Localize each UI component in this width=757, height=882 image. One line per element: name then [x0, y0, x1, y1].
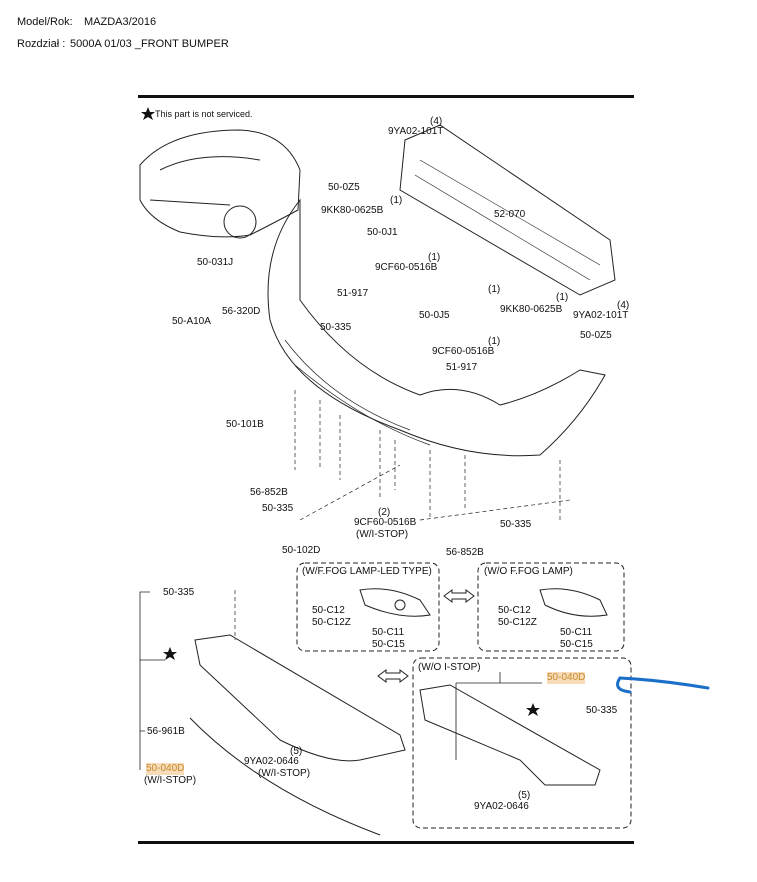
- label-qty: (2): [378, 507, 391, 518]
- label-50-0j5: 50-0J5: [419, 310, 450, 321]
- label-9ya02-0646: 9YA02-0646: [244, 756, 299, 767]
- label-qty: (5): [290, 746, 303, 757]
- label-9kk80-0625b: 9KK80-0625B: [500, 304, 563, 315]
- label-qty: (5): [518, 790, 531, 801]
- label-qty: (4): [617, 300, 630, 311]
- bumper-cover: [267, 198, 606, 457]
- label-50-c12z: 50-C12Z: [312, 617, 351, 628]
- label-50-c11: 50-C11: [372, 627, 405, 638]
- swap-arrow-icon-2: [377, 669, 409, 683]
- label-52-070: 52-070: [494, 209, 526, 220]
- label-50-040d-highlighted: 50-040D: [146, 763, 185, 775]
- label-wi-stop: (W/I-STOP): [144, 775, 197, 786]
- label-wi-stop: (W/I-STOP): [356, 529, 409, 540]
- label-9ya02-0646: 9YA02-0646: [474, 801, 529, 812]
- label-51-917: 51-917: [446, 362, 478, 373]
- label-qty: (1): [556, 292, 569, 303]
- fog-none-box: [477, 562, 625, 652]
- star-icon-2: [163, 647, 177, 660]
- under-cover-wo-istop: [419, 684, 601, 786]
- label-9cf60-0516b: 9CF60-0516B: [432, 346, 495, 357]
- label-50-0j1: 50-0J1: [367, 227, 398, 238]
- label-9kk80-0625b: 9KK80-0625B: [321, 205, 384, 216]
- label-56-852b: 56-852B: [250, 487, 288, 498]
- label-50-c12: 50-C12: [498, 605, 531, 616]
- label-50-c12z: 50-C12Z: [498, 617, 537, 628]
- swap-arrow-icon: [443, 589, 475, 603]
- label-50-0z5: 50-0Z5: [328, 182, 360, 193]
- label-qty: (1): [488, 284, 501, 295]
- label-56-961b: 56-961B: [147, 726, 185, 737]
- section-label: Rozdział :: [17, 38, 66, 50]
- label-9cf60-0516b: 9CF60-0516B: [354, 517, 417, 528]
- label-fog-none: (W/O F.FOG LAMP): [484, 566, 573, 577]
- label-9cf60-0516b: 9CF60-0516B: [375, 262, 438, 273]
- label-50-a10a: 50-A10A: [172, 316, 211, 327]
- label-wi-stop: (W/I-STOP): [258, 768, 311, 779]
- label-50-040d-highlighted: 50-040D: [547, 672, 586, 684]
- label-50-c15: 50-C15: [372, 639, 405, 650]
- label-9ya02-101t: 9YA02-101T: [573, 310, 629, 321]
- label-50-c12: 50-C12: [312, 605, 345, 616]
- label-qty: (1): [488, 336, 501, 347]
- label-qty: (1): [390, 195, 403, 206]
- label-50-0z5: 50-0Z5: [580, 330, 612, 341]
- bottom-rule: [138, 841, 634, 844]
- label-50-335: 50-335: [262, 503, 294, 514]
- label-50-c11: 50-C11: [560, 627, 593, 638]
- label-qty: (4): [430, 116, 443, 127]
- label-50-c15: 50-C15: [560, 639, 593, 650]
- label-51-917: 51-917: [337, 288, 369, 299]
- model-value: MAZDA3/2016: [84, 16, 157, 28]
- under-cover-istop: [194, 634, 406, 762]
- label-qty: (1): [428, 252, 441, 263]
- label-56-320d: 56-320D: [222, 306, 261, 317]
- not-serviced-note: This part is not serviced.: [155, 109, 253, 119]
- label-50-335: 50-335: [320, 322, 352, 333]
- annotation-stroke: [616, 676, 710, 694]
- label-50-101b: 50-101B: [226, 419, 264, 430]
- label-56-852b: 56-852B: [446, 547, 484, 558]
- label-wo-istop: (W/O I-STOP): [418, 662, 481, 673]
- bumper-molding: [189, 717, 381, 836]
- car-sketch-icon: [139, 129, 301, 239]
- label-50-335: 50-335: [163, 587, 195, 598]
- label-50-335: 50-335: [500, 519, 532, 530]
- top-rule: [138, 95, 634, 98]
- label-9ya02-101t: 9YA02-101T: [388, 126, 444, 137]
- section-value: 5000A 01/03 _FRONT BUMPER: [70, 38, 229, 50]
- star-icon-3: [526, 703, 540, 716]
- bumper-reinforcement: [399, 124, 616, 296]
- label-50-335: 50-335: [586, 705, 618, 716]
- label-fog-led: (W/F.FOG LAMP-LED TYPE): [302, 566, 432, 577]
- star-icon: [141, 107, 155, 120]
- label-50-102d: 50-102D: [282, 545, 321, 556]
- model-label: Model/Rok:: [17, 16, 73, 28]
- wo-istop-box: [412, 657, 632, 829]
- label-50-031j: 50-031J: [197, 257, 234, 268]
